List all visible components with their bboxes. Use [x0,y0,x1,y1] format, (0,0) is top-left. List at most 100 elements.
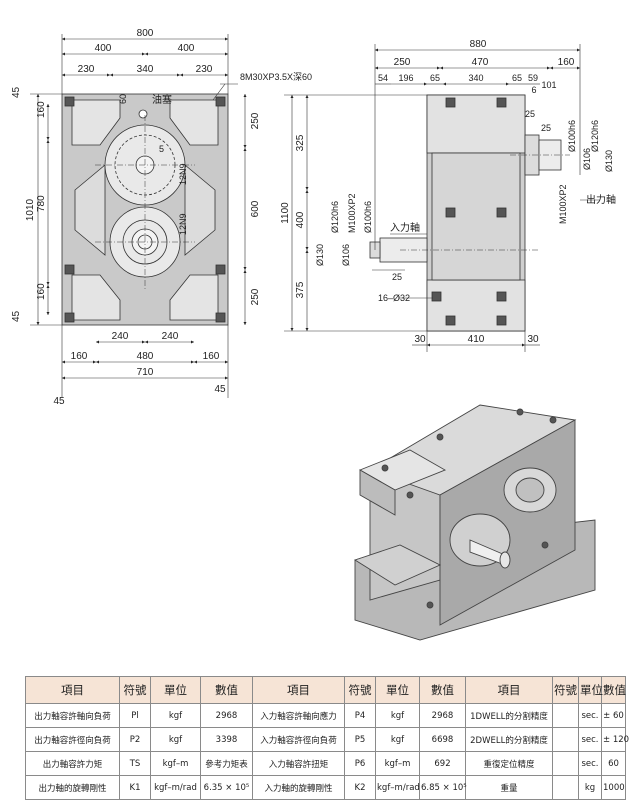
dim-small-5: 5 [159,144,164,154]
out-dim-120h6: Ø120h6 [590,120,600,152]
cell: kgf [375,703,420,728]
dim-side-325: 325 [295,134,306,151]
dim-side-400: 400 [295,211,306,228]
cell: 參考力矩表 [200,751,253,776]
cell: 3398 [200,727,253,752]
cell: 692 [419,751,466,776]
header-symbol-3: 符號 [552,676,579,704]
dim-side-410: 410 [468,334,485,345]
cell: P6 [344,751,376,776]
front-view [61,93,229,326]
cell: P2 [119,727,151,752]
cell: kgf–m/rad [150,775,201,800]
dim-side-160: 160 [558,57,575,68]
cell: kgf–m [375,751,420,776]
cell [552,727,579,752]
dim-front-half-left: 400 [95,43,112,54]
dim-bottom-160-left: 160 [71,351,88,362]
dim-side-65-right: 65 [512,73,522,83]
cell: 60 [601,751,626,776]
cell: kgf [150,703,201,728]
spec-table: 項目 符號 單位 數值 項目 符號 單位 數值 項目 符號 單位 數值 出力軸容… [25,676,629,800]
dim-front-width: 800 [137,28,154,39]
dim-side-340: 340 [468,73,483,83]
side-view [369,94,570,332]
cell: sec. [578,727,602,752]
dim-small-60: 60 [118,94,128,104]
header-symbol-2: 符號 [344,676,376,704]
cell: ± 120 [601,727,629,752]
dim-front-seg-2: 340 [137,64,154,75]
cell: 2968 [419,703,466,728]
dim-left-780: 780 [36,195,47,212]
table-row: 出力軸容許軸向負荷 Pl kgf 2968 入力軸容許軸向應力 P4 kgf 2… [25,703,626,728]
cell: 重量 [465,775,553,800]
dim-bottom-160-right: 160 [203,351,220,362]
dim-front-seg-1: 230 [78,64,95,75]
cell [552,703,579,728]
cell: 2968 [200,703,253,728]
oil-plug-label: 油塞 [152,93,172,106]
cell: 出力軸的旋轉剛性 [25,775,120,800]
cell: 出力軸容許徑向負荷 [25,727,120,752]
out-dim-100h6: Ø100h6 [567,120,577,152]
out-dim-106: Ø106 [582,148,592,170]
in-dim-100h6: Ø100h6 [363,201,373,233]
cell: 出力軸容許力矩 [25,751,120,776]
cell: 入力軸容許扭矩 [252,751,345,776]
dim-side-250: 250 [394,57,411,68]
cell: kgf–m/rad [375,775,420,800]
cell: P4 [344,703,376,728]
cell: 1000 [601,775,626,800]
header-unit-2: 單位 [375,676,420,704]
cell: 出力軸容許軸向負荷 [25,703,120,728]
dim-front-seg-3: 230 [196,64,213,75]
in-dim-130: Ø130 [315,244,325,266]
dim-side-30-left: 30 [414,334,426,345]
in-dim-m100: M100XP2 [347,193,357,233]
cell: sec. [578,703,602,728]
dim-side-880: 880 [470,39,487,50]
dim-side-59: 59 [528,73,538,83]
table-row: 出力軸容許力矩 TS kgf–m 參考力矩表 入力軸容許扭矩 P6 kgf–m … [25,751,626,776]
dim-side-54: 54 [378,73,388,83]
header-item-2: 項目 [252,676,345,704]
header-value-2: 數值 [419,676,466,704]
dim-front-half-right: 400 [178,43,195,54]
cell: K2 [344,775,376,800]
cell: 入力軸容許軸向應力 [252,703,345,728]
cell: kgf [150,727,201,752]
spec-table-header: 項目 符號 單位 數值 項目 符號 單位 數值 項目 符號 單位 數值 [25,676,626,704]
cell: kgf [375,727,420,752]
out-dim-130: Ø130 [604,150,614,172]
tap-note: 8M30XP3.5X深60 [240,72,312,82]
dim-left-160-bottom: 160 [36,283,47,300]
dim-right-600: 600 [250,200,261,217]
dim-bottom-240-left: 240 [112,331,129,342]
cell [552,751,579,776]
dim-bottom-45-left: 45 [53,396,65,407]
side-view-dimensions [284,44,600,352]
cell [552,775,579,800]
holes-label: 16–Ø32 [378,293,410,303]
dim-left-45-top: 45 [11,86,22,98]
dim-right-250-bottom: 250 [250,288,261,305]
dim-side-1100: 1100 [280,202,291,224]
input-shaft-label: 入力軸 [390,221,420,234]
cell: kgf–m [150,751,201,776]
cell: Pl [119,703,151,728]
cell: P5 [344,727,376,752]
in-dim-25: 25 [392,272,402,282]
technical-drawing: 800 400 400 230 340 230 8M30XP3.5X深60 油塞… [11,28,616,641]
dim-side-470: 470 [472,57,489,68]
dim-side-101: 101 [541,80,556,90]
keyway-lower-label: 12N9 [178,213,188,235]
table-row: 出力軸容許徑向負荷 P2 kgf 3398 入力軸容許徑向負荷 P5 kgf 6… [25,727,629,752]
cell: 6698 [419,727,466,752]
out-dim-25-a: 25 [525,109,535,119]
dim-total-height: 1010 [25,198,36,221]
header-symbol-1: 符號 [119,676,151,704]
cell: ± 60 [601,703,626,728]
dim-bottom-240-right: 240 [162,331,179,342]
cell: 入力軸容許徑向負荷 [252,727,345,752]
